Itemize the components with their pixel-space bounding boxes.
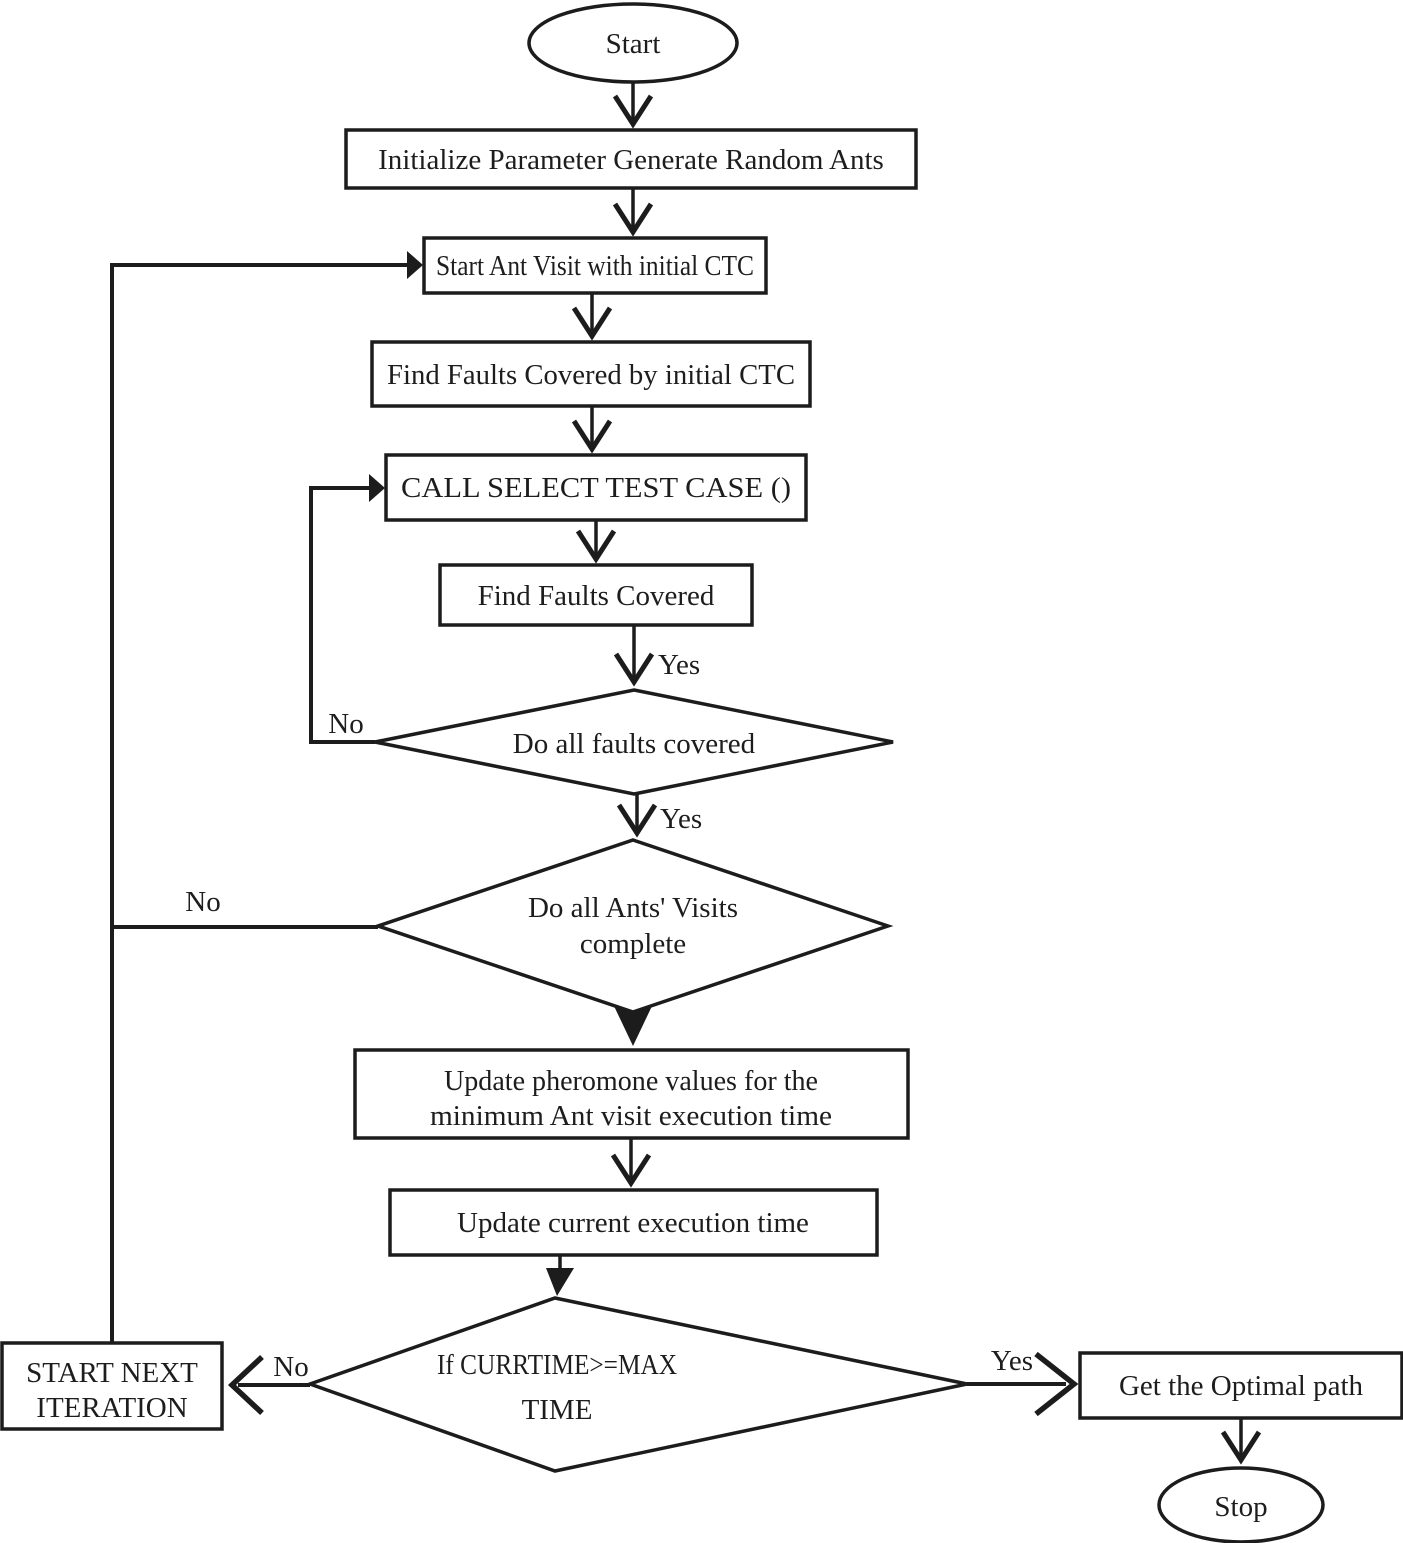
node-start-next-iteration: START NEXT ITERATION — [0, 1341, 224, 1431]
node-start-ant-visit-label: Start Ant Visit with initial CTC — [436, 250, 754, 282]
process-box — [1078, 1351, 1403, 1420]
terminator-ellipse — [527, 2, 739, 84]
decision-diamond — [374, 688, 894, 796]
node-start-label: Start — [606, 28, 661, 60]
edge-label-faults-yes: Yes — [660, 803, 702, 835]
arrowhead-into-pheromone — [614, 1006, 652, 1046]
edge-startvisit-to-findinitial — [571, 293, 613, 341]
process-box — [384, 453, 808, 522]
arrowhead-down — [610, 1153, 652, 1188]
node-start-next-line1: START NEXT — [26, 1357, 198, 1389]
node-start-ant-visit: Start Ant Visit with initial CTC — [422, 236, 768, 295]
edge-label-time-no: No — [273, 1351, 308, 1383]
edge-label-faults-no: No — [328, 708, 363, 740]
node-find-faults-covered-label: Find Faults Covered — [478, 580, 715, 612]
process-box — [344, 128, 918, 190]
node-stop: Stop — [1157, 1466, 1325, 1543]
arrowhead-down — [612, 202, 654, 237]
edge-faults-no-line — [309, 486, 375, 744]
node-update-current-time: Update current execution time — [388, 1188, 879, 1257]
decision-diamond — [304, 1296, 968, 1473]
arrowhead-right — [1034, 1351, 1079, 1417]
node-currtime-line2: TIME — [522, 1394, 593, 1426]
edge-iteration-loop — [110, 251, 423, 1343]
edge-visits-no: No — [112, 886, 378, 929]
arrowhead-down — [571, 306, 613, 341]
node-find-faults-covered: Find Faults Covered — [438, 563, 754, 627]
edge-current-to-timedecision — [546, 1255, 574, 1296]
node-faults-decision-label: Do all faults covered — [513, 728, 756, 760]
edge-optimal-to-stop — [1220, 1418, 1262, 1465]
edge-findfaults-to-faultsdecision: Yes — [613, 625, 700, 687]
edge-pheromone-to-current — [610, 1138, 652, 1188]
node-find-faults-initial-label: Find Faults Covered by initial CTC — [387, 359, 795, 391]
process-box — [353, 1048, 910, 1140]
node-start: Start — [527, 2, 739, 84]
terminator-ellipse — [1157, 1466, 1325, 1543]
edge-faultsdecision-to-visitsdecision: Yes — [616, 794, 702, 838]
node-call-select-test-case: CALL SELECT TEST CASE () — [384, 453, 808, 522]
node-call-select-label: CALL SELECT TEST CASE () — [401, 472, 791, 504]
node-visits-decision-line1: Do all Ants' Visits — [528, 892, 738, 924]
node-update-current-label: Update current execution time — [457, 1207, 809, 1239]
node-update-pheromone-line1: Update pheromone values for the — [444, 1065, 818, 1097]
node-initialize-parameters: Initialize Parameter Generate Random Ant… — [344, 128, 918, 190]
process-box — [388, 1188, 879, 1257]
process-box — [438, 563, 754, 627]
node-currtime-line1: If CURRTIME>=MAX — [437, 1349, 677, 1381]
edge-findinitial-to-callselect — [571, 406, 613, 454]
node-start-next-line2: ITERATION — [36, 1392, 187, 1424]
arrowhead-left — [227, 1354, 264, 1416]
edge-label-time-yes: Yes — [991, 1345, 1033, 1377]
arrowhead-down — [575, 529, 617, 564]
arrowhead-down — [616, 803, 658, 838]
node-visits-decision-line2: complete — [580, 928, 686, 960]
node-decision-all-faults-covered: Do all faults covered — [374, 688, 894, 796]
edge-faults-no: No — [309, 474, 385, 744]
edge-time-yes: Yes — [967, 1345, 1079, 1417]
node-update-pheromone: Update pheromone values for the minimum … — [353, 1048, 910, 1140]
process-box — [370, 340, 812, 408]
process-box — [0, 1341, 224, 1431]
node-find-faults-initial: Find Faults Covered by initial CTC — [370, 340, 812, 408]
arrowhead-down — [1220, 1430, 1262, 1465]
arrowhead-down — [613, 652, 655, 687]
node-decision-all-ant-visits: Do all Ants' Visits complete — [372, 838, 894, 1014]
edge-initialize-to-startvisit — [612, 188, 654, 237]
decision-diamond — [372, 838, 894, 1014]
arrowhead-into-start-ant-visit — [407, 251, 423, 279]
arrowhead-into-timedecision — [546, 1268, 574, 1296]
edge-iteration-loop-line — [110, 263, 407, 1343]
edge-time-no: No — [227, 1351, 310, 1416]
node-stop-label: Stop — [1214, 1491, 1267, 1523]
arrowhead-into-call-select — [369, 474, 385, 502]
node-get-optimal-label: Get the Optimal path — [1119, 1370, 1364, 1402]
arrowhead-down — [612, 94, 654, 129]
node-get-optimal-path: Get the Optimal path — [1078, 1351, 1403, 1420]
edge-callselect-to-findfaults — [575, 520, 617, 564]
process-box — [422, 236, 768, 295]
node-decision-currtime: If CURRTIME>=MAX TIME — [304, 1296, 968, 1473]
edge-label-visits-no: No — [185, 886, 220, 918]
edge-label-after-findfaults-yes: Yes — [658, 649, 700, 681]
arrowhead-down — [571, 419, 613, 454]
edge-start-to-initialize — [612, 82, 654, 129]
node-initialize-label: Initialize Parameter Generate Random Ant… — [378, 144, 884, 176]
node-update-pheromone-line2: minimum Ant visit execution time — [430, 1100, 832, 1132]
